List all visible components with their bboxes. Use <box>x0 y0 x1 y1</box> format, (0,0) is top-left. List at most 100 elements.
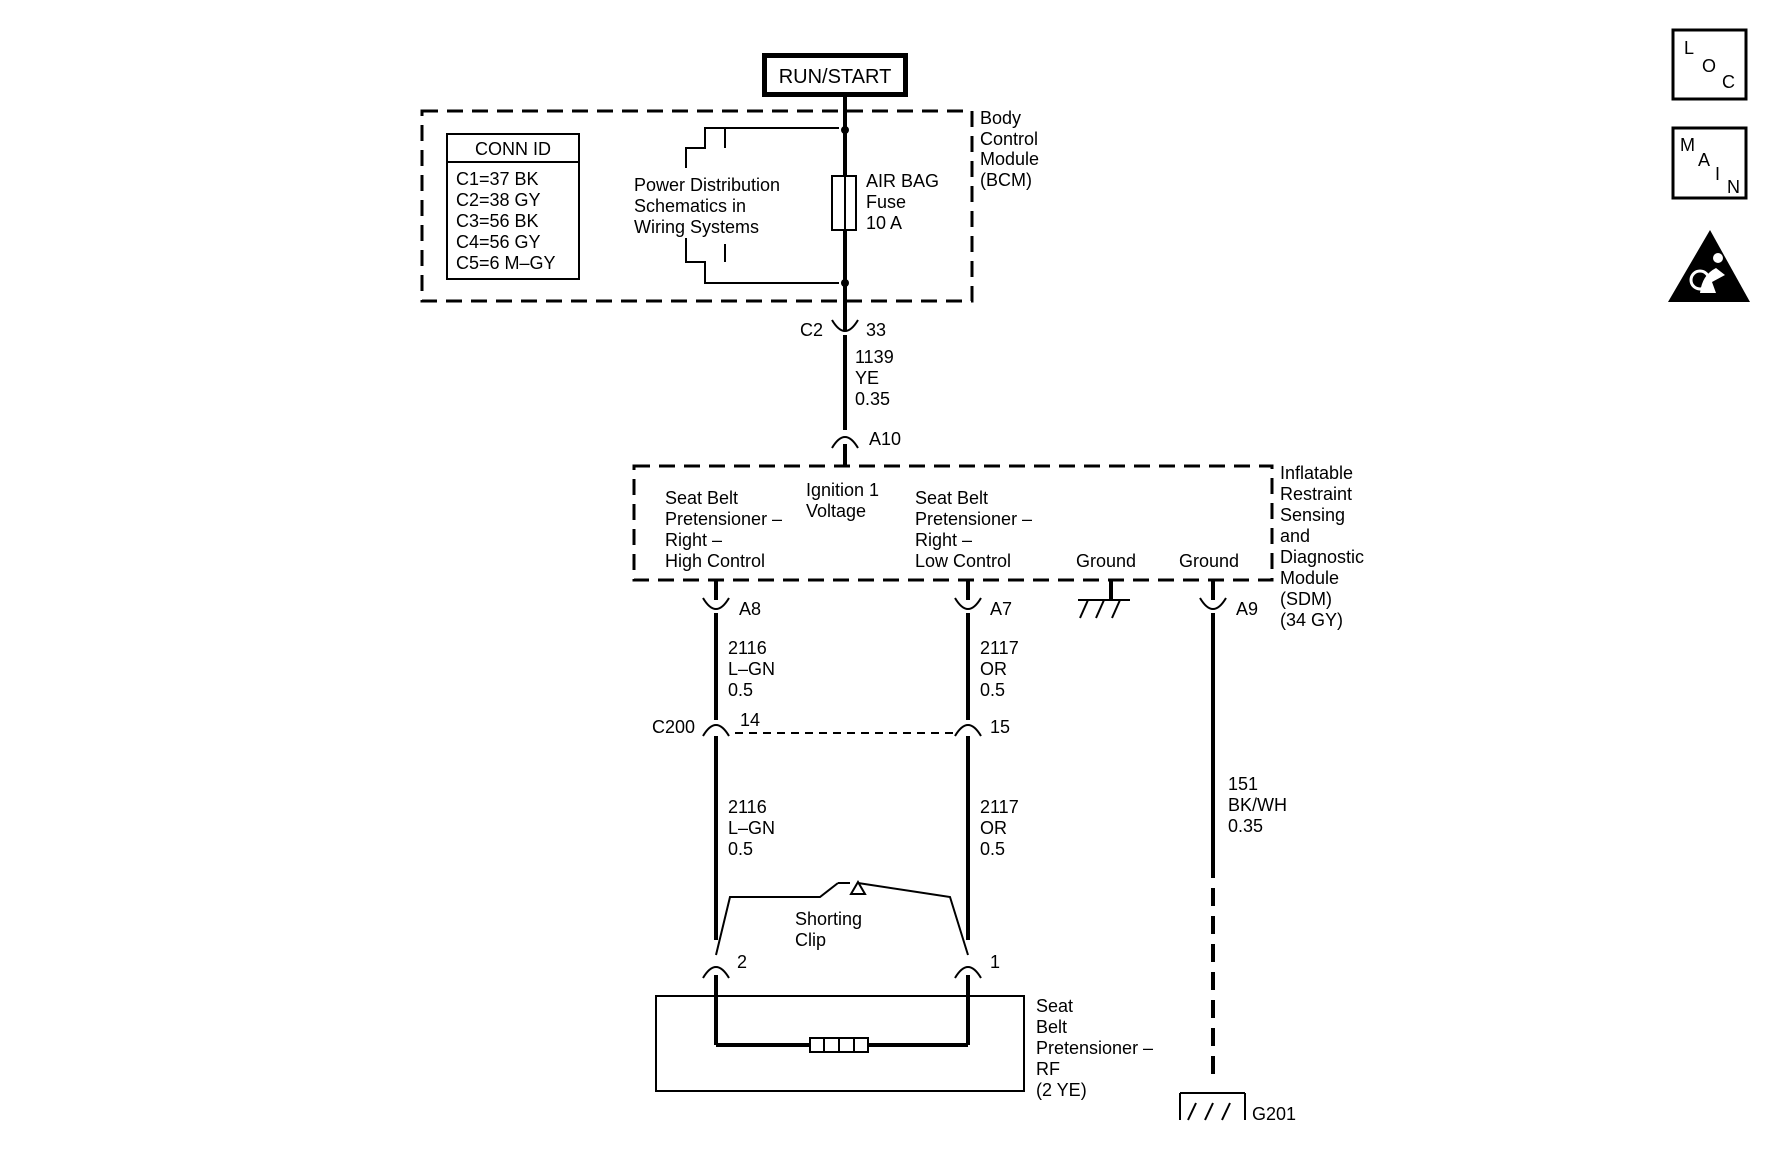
pin-a8-branch: A8 2116 L–GN 0.5 <box>702 580 775 720</box>
wire-151-number: 151 <box>1228 774 1258 794</box>
power-source-label: RUN/START <box>779 66 892 88</box>
wire-2116-bot-color: L–GN <box>728 818 775 838</box>
wire-1139-color: YE <box>855 368 879 388</box>
body-control-module: Body Control Module (BCM) CONN ID C1=37 … <box>420 97 1039 330</box>
conn-id-c5: C5=6 M–GY <box>456 253 556 273</box>
ground-label-2: Ground <box>1179 551 1239 571</box>
shorting-clip-line2: Clip <box>795 930 826 950</box>
power-dist-line3: Wiring Systems <box>634 217 759 237</box>
airbag-fuse: AIR BAG Fuse 10 A <box>831 97 939 330</box>
main-letter-m: M <box>1680 135 1695 155</box>
ignition-voltage-line2: Voltage <box>806 501 866 521</box>
high-control-line2: Pretensioner – <box>665 509 782 529</box>
wire-1139: 1139 YE 0.35 <box>843 335 894 430</box>
power-dist-line1: Power Distribution <box>634 175 780 195</box>
loc-letter-l: L <box>1684 38 1694 58</box>
low-control-line4: Low Control <box>915 551 1011 571</box>
high-control-line4: High Control <box>665 551 765 571</box>
wire-2116-top-color: L–GN <box>728 659 775 679</box>
wire-1139-size: 0.35 <box>855 389 890 409</box>
main-letter-i: I <box>1715 164 1720 184</box>
ground-label-1: Ground <box>1076 551 1136 571</box>
power-source-run-start: RUN/START <box>762 53 908 97</box>
pretensioner-pin-2: 2 <box>737 952 747 972</box>
connector-c2-pin-33: C2 33 <box>800 319 886 340</box>
pin-a8-label: A8 <box>739 599 761 619</box>
sdm-name-line8: (34 GY) <box>1280 610 1343 630</box>
power-dist-line2: Schematics in <box>634 196 746 216</box>
pretensioner-name-line5: (2 YE) <box>1036 1080 1087 1100</box>
connector-a10-label: A10 <box>869 429 901 449</box>
ground-g201-icon: G201 <box>1179 1092 1296 1124</box>
pin-a9-label: A9 <box>1236 599 1258 619</box>
high-control-line3: Right – <box>665 530 722 550</box>
low-control-line2: Pretensioner – <box>915 509 1032 529</box>
pin-a9-branch: A9 151 BK/WH 0.35 <box>1199 580 1287 1080</box>
c200-pin-14: 14 <box>740 710 760 730</box>
pretensioner-name-line4: RF <box>1036 1059 1060 1079</box>
bcm-name-line3: Module <box>980 149 1039 169</box>
sdm-name-line1: Inflatable <box>1280 463 1353 483</box>
sdm-name-line2: Restraint <box>1280 484 1352 504</box>
airbag-warning-button[interactable] <box>1668 230 1750 302</box>
conn-id-c2: C2=38 GY <box>456 190 541 210</box>
pretensioner-pin-1: 1 <box>990 952 1000 972</box>
wire-2117-top-size: 0.5 <box>980 680 1005 700</box>
wire-1139-number: 1139 <box>855 347 894 367</box>
connector-c2-label: C2 <box>800 320 823 340</box>
sdm-name-line5: Diagnostic <box>1280 547 1364 567</box>
ignition-voltage-line1: Ignition 1 <box>806 480 879 500</box>
low-control-line3: Right – <box>915 530 972 550</box>
pin-a7-label: A7 <box>990 599 1012 619</box>
loc-letter-o: O <box>1702 56 1716 76</box>
conn-id-table: CONN ID C1=37 BK C2=38 GY C3=56 BK C4=56… <box>446 133 580 280</box>
wire-2117-top-number: 2117 <box>980 638 1019 658</box>
wire-151-size: 0.35 <box>1228 816 1263 836</box>
wire-151-color: BK/WH <box>1228 795 1287 815</box>
bcm-name-line4: (BCM) <box>980 170 1032 190</box>
wire-2116-bot-size: 0.5 <box>728 839 753 859</box>
loc-button[interactable]: L O C <box>1671 28 1748 101</box>
wire-2116-bot-number: 2116 <box>728 797 767 817</box>
fuse-label-line2: Fuse <box>866 192 906 212</box>
low-control-line1: Seat Belt <box>915 488 988 508</box>
pretensioner-name-line1: Seat <box>1036 996 1073 1016</box>
pretensioner-name-line2: Belt <box>1036 1017 1067 1037</box>
conn-id-title: CONN ID <box>475 139 551 159</box>
loc-button-icon[interactable] <box>1671 28 1748 101</box>
wire-2116-bottom: 2116 L–GN 0.5 <box>714 736 775 940</box>
conn-id-c3: C3=56 BK <box>456 211 539 231</box>
internal-ground-icon <box>1078 580 1130 619</box>
main-button[interactable]: M A I N <box>1671 126 1748 200</box>
power-distribution-bracket: Power Distribution Schematics in Wiring … <box>634 127 839 284</box>
pin-a7-branch: A7 2117 OR 0.5 <box>954 580 1019 720</box>
c200-label: C200 <box>652 717 695 737</box>
fuse-label-line1: AIR BAG <box>866 171 939 191</box>
sdm-module: Inflatable Restraint Sensing and Diagnos… <box>632 463 1364 630</box>
high-control-line1: Seat Belt <box>665 488 738 508</box>
sdm-name-line7: (SDM) <box>1280 589 1332 609</box>
main-button-icon[interactable] <box>1671 126 1748 200</box>
wire-2117-bottom: 2117 OR 0.5 <box>966 736 1019 940</box>
shorting-clip-line1: Shorting <box>795 909 862 929</box>
wire-2117-bot-number: 2117 <box>980 797 1019 817</box>
main-letter-n: N <box>1727 177 1740 197</box>
airbag-warning-icon[interactable] <box>1668 230 1750 302</box>
pretensioner-pins: 2 1 <box>702 952 1000 979</box>
ground-g201-label: G201 <box>1252 1104 1296 1124</box>
seat-belt-pretensioner-rf: Seat Belt Pretensioner – RF (2 YE) <box>655 975 1153 1100</box>
wire-2117-bot-color: OR <box>980 818 1007 838</box>
connector-a10: A10 <box>831 429 901 466</box>
shorting-clip: Shorting Clip <box>715 880 969 956</box>
fuse-label-line3: 10 A <box>866 213 902 233</box>
main-letter-a: A <box>1698 150 1710 170</box>
loc-letter-c: C <box>1722 72 1735 92</box>
bcm-name-line1: Body <box>980 108 1021 128</box>
c200-pin-15: 15 <box>990 717 1010 737</box>
wire-2117-top-color: OR <box>980 659 1007 679</box>
conn-id-c1: C1=37 BK <box>456 169 539 189</box>
pretensioner-name-line3: Pretensioner – <box>1036 1038 1153 1058</box>
wire-2116-top-size: 0.5 <box>728 680 753 700</box>
squib-element-icon <box>809 1037 869 1053</box>
